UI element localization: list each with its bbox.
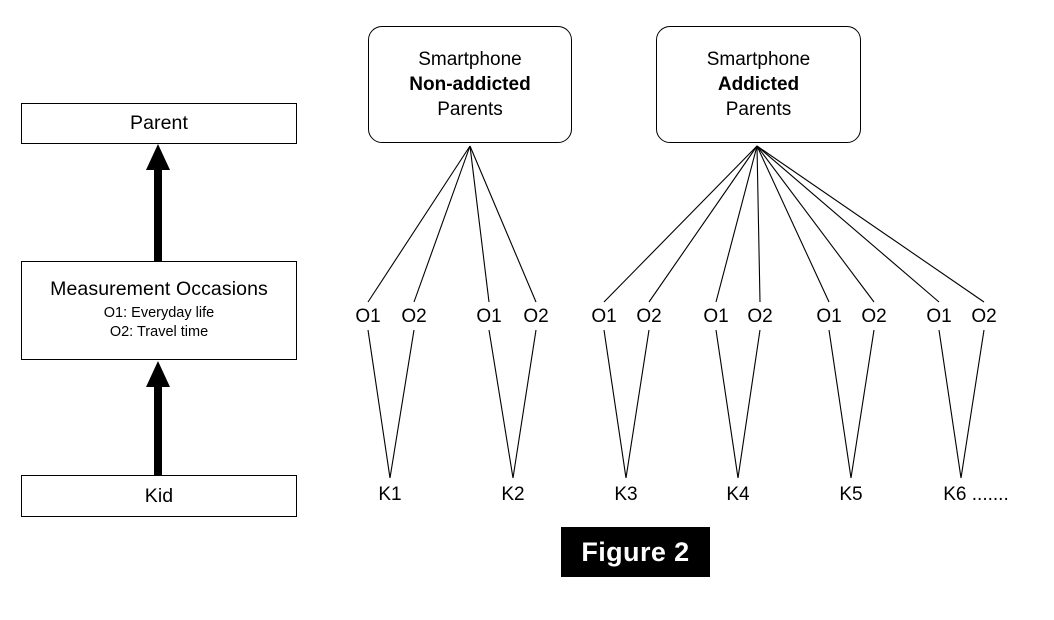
kid-label-k2: K2 (501, 484, 525, 505)
arrow-occasions-to-parent (146, 144, 170, 261)
occasion-label-k5-o1: O1 (816, 306, 842, 327)
group-non-addicted-line1: Smartphone (418, 48, 522, 70)
occasion-label-k1-o1: O1 (355, 306, 381, 327)
kid-label-k6: K6 ....... (943, 484, 1009, 505)
occasion-label-k2-o2: O2 (523, 306, 549, 327)
group-box-non-addicted-parents: Smartphone Non-addicted Parents (368, 26, 572, 143)
arrow-kid-to-occasions (146, 361, 170, 475)
occasion-label-k1-o2: O2 (401, 306, 427, 327)
occasion-label-k3-o1: O1 (591, 306, 617, 327)
box-parent-label: Parent (129, 112, 189, 135)
fan-nonaddicted (367, 145, 537, 303)
occasion-definition-o2: O2: Travel time (109, 324, 209, 341)
occasion-label-k5-o2: O2 (861, 306, 887, 327)
occasion-label-k4-o2: O2 (747, 306, 773, 327)
box-kid: Kid (21, 475, 297, 517)
group-addicted-line3: Parents (725, 99, 792, 121)
kid-label-k5: K5 (839, 484, 863, 505)
group-box-addicted-parents: Smartphone Addicted Parents (656, 26, 861, 143)
group-non-addicted-line2: Non-addicted (409, 73, 531, 95)
group-addicted-line1: Smartphone (706, 48, 811, 70)
kid-label-k3: K3 (614, 484, 638, 505)
group-addicted-line2: Addicted (717, 73, 800, 95)
occasion-label-k6-o1: O1 (926, 306, 952, 327)
figure-caption: Figure 2 (561, 527, 710, 577)
occasion-label-k3-o2: O2 (636, 306, 662, 327)
box-kid-label: Kid (144, 484, 174, 507)
kid-label-k1: K1 (378, 484, 402, 505)
v-connectors (367, 329, 985, 479)
occasion-label-k4-o1: O1 (703, 306, 729, 327)
kid-label-k4: K4 (726, 484, 750, 505)
occasion-label-k2-o1: O1 (476, 306, 502, 327)
box-parent: Parent (21, 103, 297, 144)
box-measurement-occasions: Measurement Occasions O1: Everyday life … (21, 261, 297, 360)
occasion-label-k6-o2: O2 (971, 306, 997, 327)
fan-addicted (603, 145, 985, 303)
group-non-addicted-line3: Parents (437, 99, 503, 121)
occasion-definition-o1: O1: Everyday life (103, 304, 215, 321)
box-measurement-occasions-label: Measurement Occasions (50, 278, 268, 301)
